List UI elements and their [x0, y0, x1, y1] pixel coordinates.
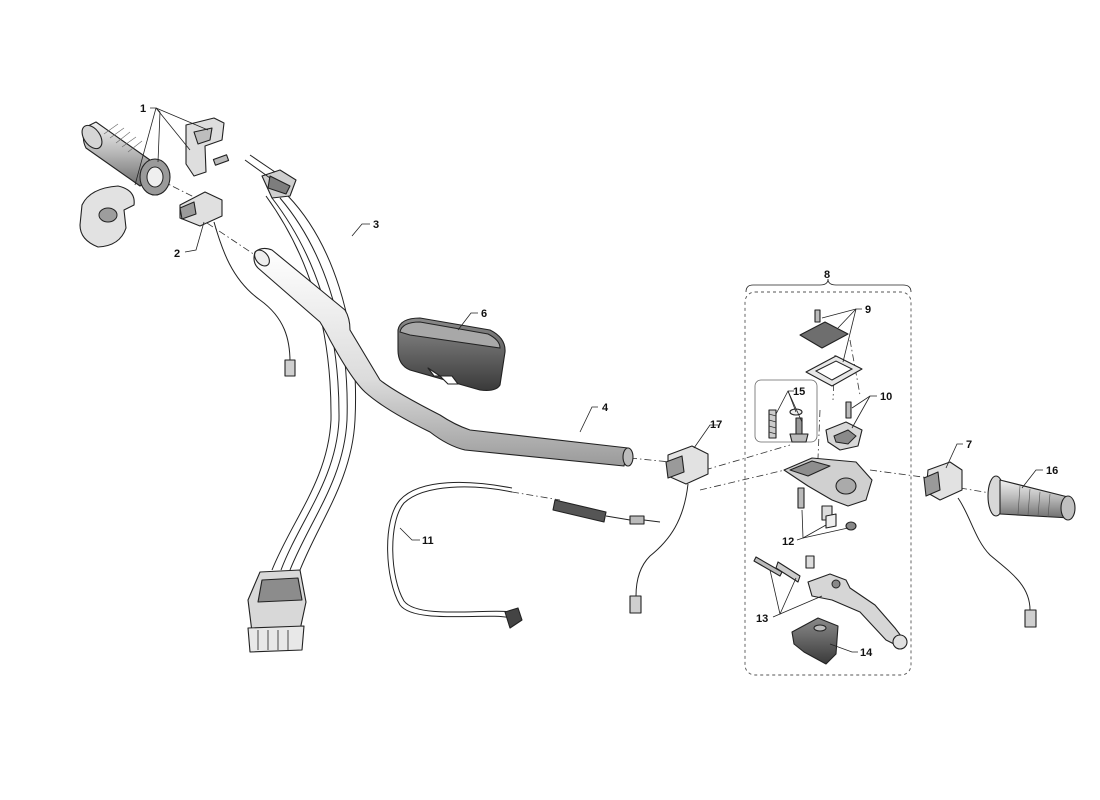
label-part-16: 16 — [1046, 465, 1058, 477]
label-part-7: 7 — [966, 439, 972, 451]
alignment-lines — [159, 179, 991, 505]
right-switch-part-7 — [923, 461, 1037, 628]
clutch-master-assembly-part-8 — [753, 309, 908, 665]
label-part-1: 1 — [140, 103, 146, 115]
label-part-6: 6 — [481, 308, 487, 320]
throttle-cables-part-3 — [244, 154, 357, 653]
callout-labels: 1 2 3 4 6 7 8 9 10 11 12 13 14 15 16 17 — [140, 103, 1058, 659]
label-part-9: 9 — [865, 304, 871, 316]
part-8-group-frame — [744, 278, 912, 676]
label-part-17: 17 — [710, 419, 722, 431]
throttle-grip-assembly — [79, 117, 230, 248]
label-part-13: 13 — [756, 613, 768, 625]
label-part-3: 3 — [373, 219, 379, 231]
handlebar-pad-part-6 — [397, 317, 506, 391]
label-part-2: 2 — [174, 248, 180, 260]
switch-part-17 — [629, 445, 709, 614]
label-part-15: 15 — [793, 386, 805, 398]
label-part-14: 14 — [860, 647, 873, 659]
leader-lines — [134, 107, 1043, 653]
left-switch-part-2 — [179, 191, 296, 377]
label-part-4: 4 — [602, 402, 609, 414]
label-part-8: 8 — [824, 269, 830, 281]
label-part-12: 12 — [782, 536, 794, 548]
label-part-11: 11 — [422, 535, 434, 547]
right-grip-part-16 — [987, 475, 1076, 521]
clutch-cable-part-11 — [387, 481, 661, 629]
label-part-10: 10 — [880, 391, 892, 403]
handlebar-part-4 — [253, 247, 634, 467]
